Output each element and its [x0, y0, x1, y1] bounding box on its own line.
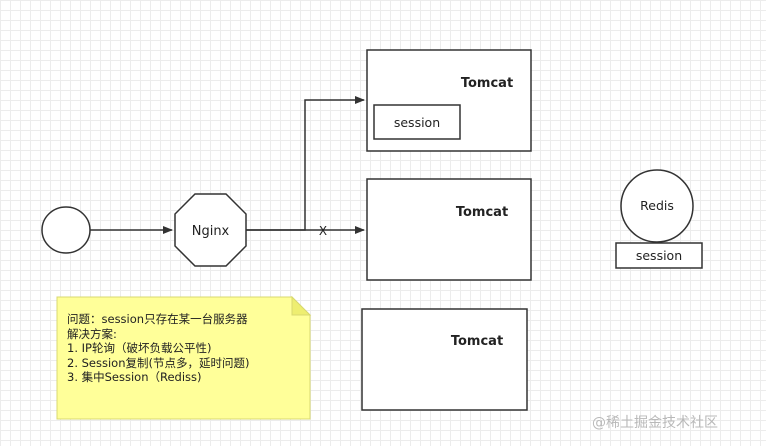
tomcat2-box: [366, 178, 532, 281]
tomcat3-label: Tomcat: [451, 334, 503, 349]
note-line-problem: 问题：session只存在某一台服务器: [67, 312, 248, 326]
tomcat1-session-box: [373, 104, 461, 140]
tomcat1-label: Tomcat: [461, 76, 513, 91]
note-line-solution-heading: 解决方案:: [67, 326, 117, 341]
note-line-option-1: 1. IP轮询（破坏负载公平性): [67, 341, 212, 355]
note-line-option-2: 2. Session复制(节点多，延时问题): [67, 355, 250, 370]
tomcat2-label: Tomcat: [456, 205, 508, 220]
nginx-node: [174, 193, 247, 267]
redis-label: Redis: [640, 198, 674, 213]
blocked-mark: X: [319, 224, 327, 238]
nginx-label: Nginx: [192, 224, 230, 239]
start-circle: [41, 206, 91, 254]
note-line-option-3: 3. 集中Session（Rediss): [67, 370, 202, 384]
redis-session-box: [615, 242, 703, 269]
note-text: 问题：session只存在某一台服务器 解决方案: 1. IP轮询（破坏负载公平…: [67, 312, 322, 385]
redis-node: [620, 169, 694, 243]
tomcat3-box: [361, 308, 528, 411]
edge-nginx-to-tomcat1: [246, 96, 365, 231]
tomcat1-session-label: session: [394, 115, 440, 130]
note-fold-corner: [291, 295, 312, 316]
watermark: @稀土掘金技术社区: [592, 415, 718, 431]
note-box: [56, 296, 311, 420]
redis-session-label: session: [636, 248, 682, 263]
